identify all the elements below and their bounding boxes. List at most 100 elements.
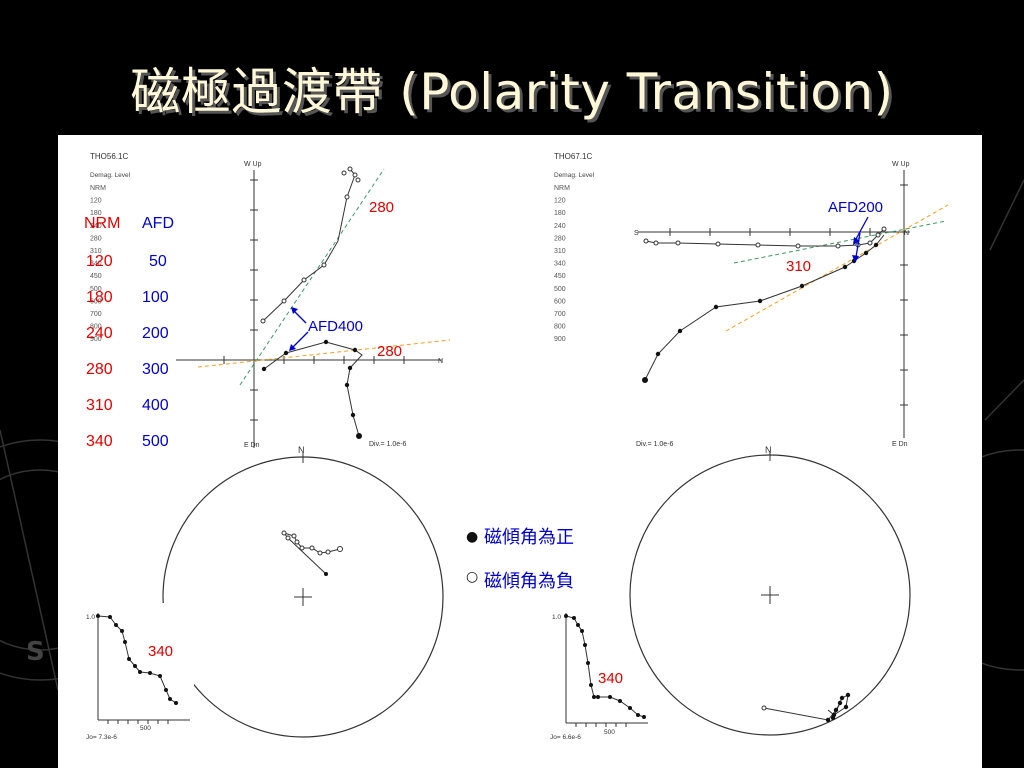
left-intensity-plot: 1.0 500 Jo= 7.3e-6 340 [86, 603, 194, 741]
left_plot-demag-level: 450 [90, 273, 102, 280]
legend-header-nrm: NRM [84, 215, 120, 232]
right-intensity-plot: 1.0 500 Jo= 6.6e-6 340 [550, 613, 648, 741]
left-intensity-annotation-340: 340 [148, 643, 173, 660]
left-stereonet-north: N [298, 445, 305, 455]
right_plot-demag-level: 450 [554, 273, 566, 280]
right-axis-up-label: W Up [892, 161, 910, 168]
legend-nrm-value: 340 [86, 433, 113, 450]
left_plot-demag-level: 280 [90, 235, 102, 242]
right-demag-header: Demag. Level [554, 172, 595, 179]
right-annotation-310: 310 [786, 258, 811, 275]
legend-afd-value: 100 [142, 289, 169, 306]
legend-afd-value: 400 [142, 397, 169, 414]
left-vertical-path [263, 341, 363, 437]
left-demag-header: Demag. Level [90, 172, 131, 179]
legend-nrm-value: 120 [86, 253, 113, 270]
left_plot-demag-level: 120 [90, 198, 102, 205]
left-horizontal-path [262, 168, 356, 322]
left-annotation-afd400: AFD400 [308, 318, 363, 335]
left-open-points [260, 166, 361, 324]
right_plot-demag-level: 700 [554, 311, 566, 318]
left_plot-demag-level: 310 [90, 248, 102, 255]
right-div-label: Div.= 1.0e-6 [636, 441, 674, 448]
left_plot-demag-level: NRM [90, 185, 106, 192]
right_plot-demag-level: NRM [554, 185, 570, 192]
right_plot-demag-level: 310 [554, 248, 566, 255]
right-fit-line-green [733, 220, 947, 264]
left-zijderveld-plot: THO56.1C Demag. Level NRM 120 180 240 280 310… [90, 152, 451, 449]
right_plot-demag-level: 900 [554, 336, 566, 343]
left-intensity-jo: Jo= 7.3e-6 [86, 734, 117, 741]
left-annotation-280-top: 280 [369, 199, 394, 216]
slide-title: 磁極過渡帶 (Polarity Transition) [130, 63, 894, 121]
compass-s-letter: S [26, 637, 45, 667]
right-arrow-2 [855, 232, 861, 258]
right-axis-s-label: S [634, 230, 639, 237]
left_plot-demag-level: 700 [90, 311, 102, 318]
right-stereonet-north: N [765, 445, 772, 455]
positive-inclination-symbol: ● [466, 529, 478, 545]
right_plot-demag-level: 240 [554, 223, 566, 230]
left-intensity-xtick: 500 [140, 725, 151, 732]
left-annotation-280-right: 280 [377, 343, 402, 360]
right_plot-demag-level: 280 [554, 235, 566, 242]
right-intensity-xtick: 500 [604, 729, 615, 736]
right_plot-demag-level: 180 [554, 210, 566, 217]
legend-afd-value: 500 [142, 433, 169, 450]
right-axis-down-label: E Dn [892, 441, 908, 448]
left-stereonet-path [282, 532, 341, 575]
legend-nrm-value: 180 [86, 289, 113, 306]
left-arrow-up [293, 310, 307, 324]
right-filled-points [642, 242, 879, 383]
negative-inclination-symbol: ○ [466, 569, 478, 585]
positive-inclination-label: 磁傾角為正 [484, 527, 574, 548]
left-filled-points [261, 339, 362, 439]
left-sample-id: THO56.1C [90, 152, 128, 161]
right-intensity-curve [565, 615, 645, 718]
left-demag-list: NRM 120 180 240 280 310 340 450 500 600 700 800 900 [90, 185, 106, 343]
inclination-legend: ● 磁傾角為正 ○ 磁傾角為負 [466, 527, 574, 592]
right-intensity-max: 1.0 [552, 614, 561, 621]
left-intensity-max: 1.0 [86, 614, 95, 621]
legend-nrm-value: 240 [86, 325, 113, 342]
figure-panel: THO56.1C Demag. Level NRM 120 180 240 280 310… [58, 135, 982, 768]
figure-svg: THO56.1C Demag. Level NRM 120 180 240 280 310… [84, 152, 949, 741]
negative-inclination-label: 磁傾角為負 [484, 571, 574, 592]
right_plot-demag-level: 340 [554, 261, 566, 268]
right-axis-n-label: N [904, 230, 909, 237]
right_plot-demag-level: 600 [554, 298, 566, 305]
right_plot-demag-level: 500 [554, 286, 566, 293]
right_plot-demag-level: 120 [554, 198, 566, 205]
left-axis-n-label: N [438, 358, 443, 365]
left-arrow-down [291, 331, 309, 349]
legend-header-afd: AFD [142, 215, 174, 232]
legend-afd-value: 300 [142, 361, 169, 378]
left-stereonet: N [162, 445, 444, 738]
right-intensity-annotation-340: 340 [598, 670, 623, 687]
right_plot-demag-level: 800 [554, 324, 566, 331]
right-fit-line-orange [725, 204, 949, 332]
right-stereonet: N [629, 445, 911, 736]
left_plot-demag-level: 500 [90, 286, 102, 293]
left_plot-demag-level: 800 [90, 324, 102, 331]
right-annotation-afd200: AFD200 [828, 199, 883, 216]
legend-nrm-value: 280 [86, 361, 113, 378]
right-sample-id: THO67.1C [554, 152, 592, 161]
right-intensity-jo: Jo= 6.6e-6 [550, 734, 581, 741]
right-arrow-1 [855, 216, 869, 240]
legend-afd-value: 50 [149, 253, 167, 270]
legend-afd-value: 200 [142, 325, 169, 342]
right-open-points [643, 226, 887, 249]
left_plot-demag-level: 600 [90, 298, 102, 305]
left-fit-line-orange [197, 339, 451, 368]
left_plot-demag-level: 240 [90, 223, 102, 230]
left_plot-demag-level: 180 [90, 210, 102, 217]
left_plot-demag-level: 900 [90, 336, 102, 343]
left-axis-up-label: W Up [244, 161, 262, 168]
left_plot-demag-level: 340 [90, 261, 102, 268]
left-div-label: Div.= 1.0e-6 [369, 441, 407, 448]
right-zijderveld-plot: THO67.1C Demag. Level NRM 120 180 240 280 310… [554, 152, 949, 448]
left-level-legend: NRM AFD 120 50 180 100 240 200 280 300 310 400 340… [84, 215, 174, 450]
right-demag-list: NRM 120 180 240 280 310 340 450 500 600 700 800 900 [554, 185, 570, 343]
